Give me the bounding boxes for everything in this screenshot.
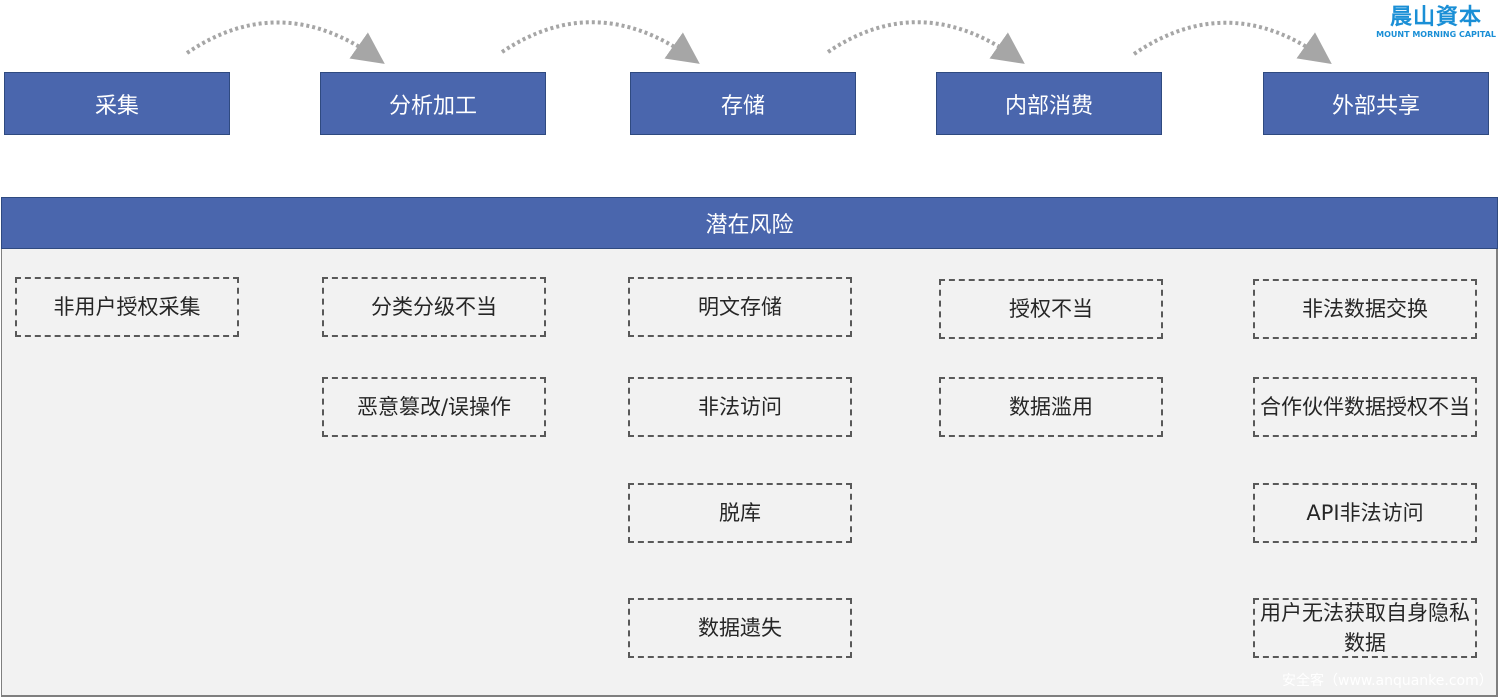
- arrow-3: [826, 20, 1025, 64]
- watermark: 安全客（www.anquanke.com）: [1282, 673, 1493, 689]
- risk-box: 非法数据交换: [1253, 279, 1477, 339]
- risk-box: 明文存储: [628, 277, 852, 337]
- risk-box: 分类分级不当: [322, 277, 546, 337]
- arrow-2: [500, 20, 700, 64]
- stage-store: 存储: [630, 72, 856, 135]
- stage-process: 分析加工: [320, 72, 546, 135]
- risk-panel: [1, 197, 1498, 697]
- panel-title: 潜在风险: [1, 197, 1498, 249]
- stage-collect: 采集: [4, 72, 230, 135]
- arrow-1: [185, 20, 385, 64]
- stage-external: 外部共享: [1263, 72, 1489, 135]
- risk-box: 数据遗失: [628, 598, 852, 658]
- risk-box: 恶意篡改/误操作: [322, 377, 546, 437]
- stage-internal: 内部消费: [936, 72, 1162, 135]
- risk-box: 合作伙伴数据授权不当: [1253, 377, 1477, 437]
- arrow-4: [1132, 20, 1332, 64]
- risk-box: 非法访问: [628, 377, 852, 437]
- logo: 晨山資本 MOUNT MORNING CAPITAL: [1376, 6, 1496, 40]
- risk-box: 数据滥用: [939, 377, 1163, 437]
- logo-cn: 晨山資本: [1390, 5, 1483, 30]
- risk-box: 脱库: [628, 483, 852, 543]
- risk-box: 非用户授权采集: [15, 277, 239, 337]
- risk-box: 用户无法获取自身隐私数据: [1253, 598, 1477, 658]
- risk-box: API非法访问: [1253, 483, 1477, 543]
- risk-box: 授权不当: [939, 279, 1163, 339]
- flow-arrows: [185, 20, 1332, 64]
- logo-en: MOUNT MORNING CAPITAL: [1376, 30, 1496, 39]
